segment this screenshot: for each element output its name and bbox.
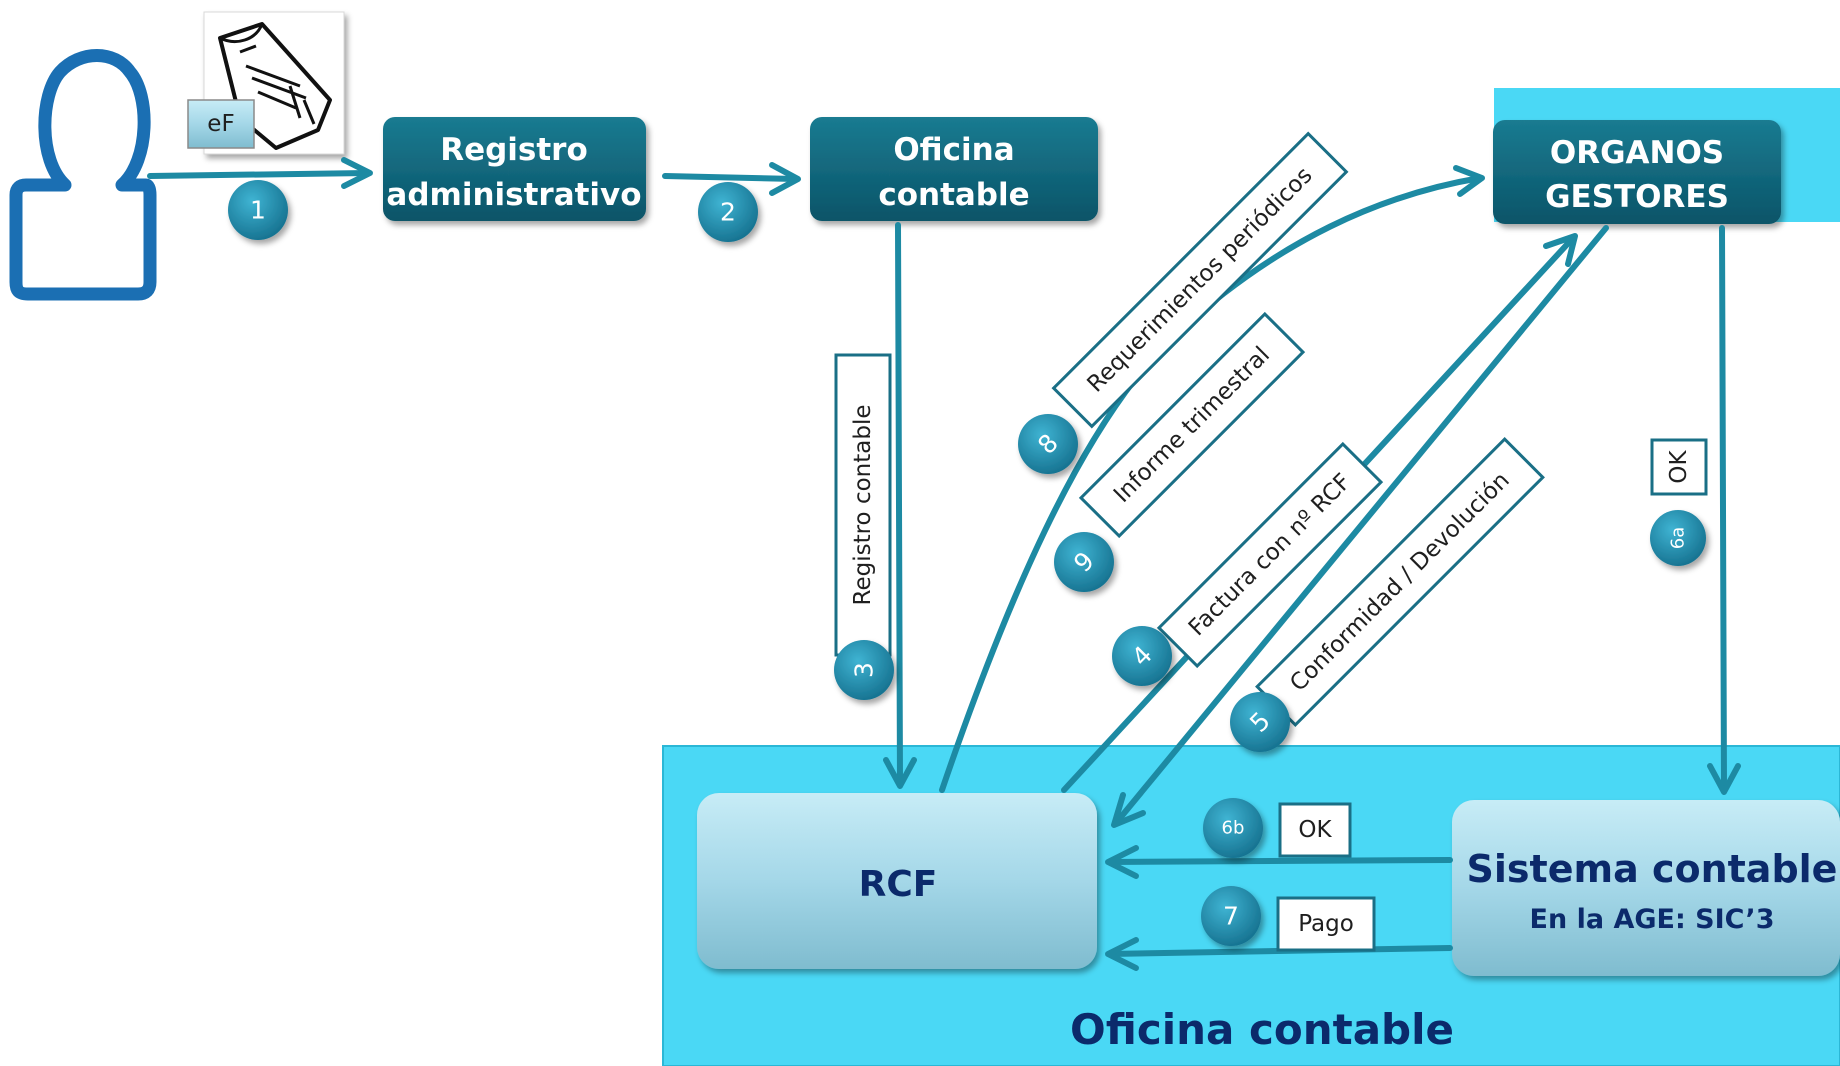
arrow-2: [662, 162, 801, 196]
organos-line2: GESTORES: [1545, 179, 1729, 215]
arrow-5: [1111, 225, 1609, 828]
label-registro-contable: Registro contable: [834, 353, 892, 657]
ef-badge-label: eF: [207, 111, 234, 137]
step-badge-3: [834, 640, 894, 700]
ef-badge: eF: [187, 99, 255, 149]
step-6b-text: 6b: [1222, 818, 1245, 839]
label-ok-6a: OK: [1650, 438, 1708, 496]
step-badge-5: [1230, 692, 1290, 752]
label-registro-contable-text: Registro contable: [850, 405, 876, 606]
step-badge-4: [1112, 626, 1172, 686]
oficina-region-title: Oficina contable: [1070, 1005, 1454, 1054]
rcf-label: RCF: [859, 864, 938, 905]
arrow-6b: [1105, 845, 1453, 879]
rcf-node: [697, 793, 1097, 969]
label-ok-6b: OK: [1278, 802, 1352, 858]
step-7-text: 7: [1223, 902, 1239, 931]
label-pago-text: Pago: [1298, 911, 1354, 937]
step-6a-text: 6a: [1668, 527, 1689, 549]
organos-gestores-node: [1493, 120, 1781, 224]
oficina-contable-node: [810, 117, 1098, 221]
step-badge-9: [1054, 532, 1114, 592]
step-badge-6a: [1650, 510, 1706, 566]
step-3-text: 3: [850, 662, 879, 678]
label-pago: Pago: [1276, 896, 1376, 952]
arrow-3: [883, 222, 917, 789]
step-badge-1: [228, 180, 288, 240]
step-badge-8: [1018, 414, 1078, 474]
step-badge-7: [1201, 886, 1261, 946]
arrow-6a: [1707, 225, 1741, 795]
step-1-text: 1: [250, 196, 266, 225]
step-badge-2: [698, 182, 758, 242]
sistema-line2: En la AGE: SIC’3: [1530, 904, 1775, 935]
oficina-line1: Oficina: [893, 132, 1014, 168]
sistema-line1: Sistema contable: [1467, 847, 1838, 891]
arrow-1: [147, 157, 373, 189]
sistema-contable-node: [1452, 800, 1840, 976]
registro-administrativo-node: [383, 117, 646, 221]
step-2-text: 2: [720, 198, 736, 227]
label-ok-6a-text: OK: [1666, 449, 1692, 483]
user-icon: [9, 49, 157, 301]
label-ok-6b-text: OK: [1298, 817, 1332, 843]
registro-line2: administrativo: [386, 177, 641, 213]
oficina-line2: contable: [878, 177, 1029, 213]
organos-line1: ORGANOS: [1550, 135, 1724, 171]
step-badge-6b: [1203, 798, 1263, 858]
registro-line1: Registro: [440, 132, 588, 168]
